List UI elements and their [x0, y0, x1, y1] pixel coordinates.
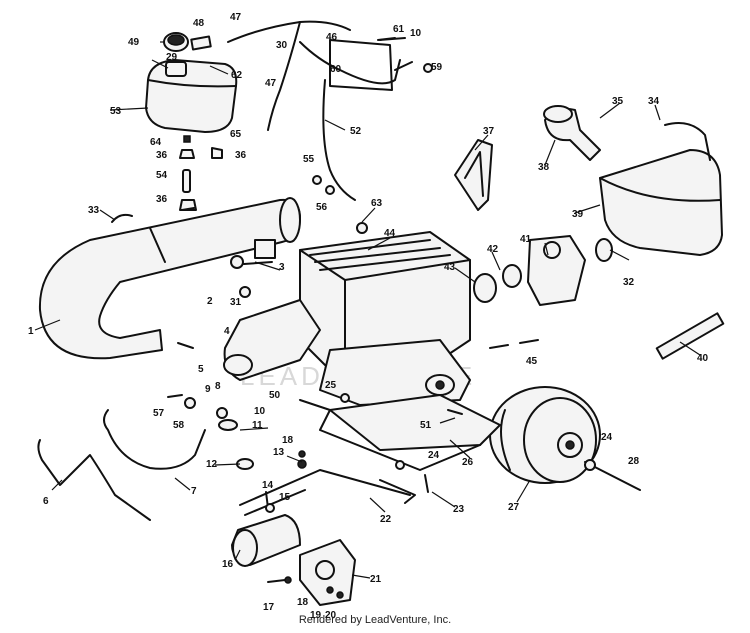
label-63: 63 [371, 198, 383, 209]
label-28: 28 [628, 456, 640, 467]
label-49: 49 [128, 37, 140, 48]
label-34: 34 [648, 96, 660, 107]
label-44: 44 [384, 228, 396, 239]
label-24-left: 24 [428, 450, 440, 461]
label-54: 54 [156, 170, 168, 181]
label-9: 9 [205, 384, 211, 395]
fuel-cap [163, 32, 189, 52]
label-40: 40 [697, 353, 709, 364]
label-45: 45 [526, 356, 538, 367]
label-5: 5 [198, 364, 204, 375]
label-10-top: 10 [410, 28, 422, 39]
label-36-b: 36 [235, 150, 247, 161]
label-18-top: 18 [282, 435, 294, 446]
label-14: 14 [262, 480, 274, 491]
label-16: 16 [222, 559, 234, 570]
label-12: 12 [206, 459, 218, 470]
exhaust-clamp [111, 213, 133, 223]
label-57: 57 [153, 408, 165, 419]
intake-manifold [223, 299, 321, 381]
label-46: 46 [326, 32, 338, 43]
label-26: 26 [462, 457, 474, 468]
label-21: 21 [370, 574, 382, 585]
label-55: 55 [303, 154, 315, 165]
label-10-bottom: 10 [254, 406, 266, 417]
label-53: 53 [110, 106, 122, 117]
clutch-washer [584, 459, 596, 471]
small-hardware [167, 37, 463, 599]
label-61: 61 [393, 24, 405, 35]
studs [489, 339, 539, 349]
label-47-left: 47 [265, 78, 277, 89]
label-2: 2 [207, 296, 213, 307]
label-32: 32 [623, 277, 635, 288]
label-8: 8 [215, 381, 221, 392]
starter-bracket [299, 539, 356, 606]
label-48: 48 [193, 18, 205, 29]
throttle-cable [37, 439, 151, 521]
label-56: 56 [316, 202, 328, 213]
silencer-hose [664, 122, 711, 161]
label-43: 43 [444, 262, 456, 273]
label-62: 62 [231, 70, 243, 81]
label-7: 7 [191, 486, 197, 497]
label-3: 3 [279, 262, 285, 273]
spring-wire [103, 409, 206, 470]
label-11: 11 [252, 420, 263, 431]
label-59: 59 [431, 62, 443, 73]
label-31: 31 [230, 297, 242, 308]
label-20: 20 [325, 610, 337, 621]
label-36-c: 36 [156, 194, 168, 205]
starter-motor [231, 514, 301, 567]
label-47-top: 47 [230, 12, 242, 23]
label-41: 41 [520, 234, 532, 245]
carburetor [473, 235, 586, 306]
label-29: 29 [166, 52, 178, 63]
label-33: 33 [88, 205, 100, 216]
label-13: 13 [273, 447, 285, 458]
gasket-frame [454, 139, 493, 211]
label-27: 27 [508, 502, 520, 513]
label-24-right: 24 [601, 432, 613, 443]
label-1: 1 [28, 326, 34, 337]
label-58: 58 [173, 420, 185, 431]
label-4: 4 [224, 326, 230, 337]
engine-mount-plate [319, 394, 501, 471]
label-23: 23 [453, 504, 465, 515]
air-silencer [595, 149, 723, 262]
label-19: 19 [310, 610, 322, 621]
label-65: 65 [230, 129, 242, 140]
label-22: 22 [380, 514, 392, 525]
label-17: 17 [263, 602, 275, 613]
label-38: 38 [538, 162, 550, 173]
fuel-line-fittings [179, 135, 223, 211]
fuel-tubes [227, 20, 413, 201]
part-number-labels: 1 2 3 4 5 6 7 8 9 10 10 11 12 13 14 15 1… [28, 12, 709, 621]
drive-clutch [489, 386, 601, 484]
label-35: 35 [612, 96, 624, 107]
label-30: 30 [276, 40, 288, 51]
leader-lines [34, 41, 701, 579]
label-51: 51 [420, 420, 432, 431]
label-50: 50 [269, 390, 281, 401]
label-60: 60 [330, 64, 342, 75]
label-18-bottom: 18 [297, 597, 309, 608]
credit-text: Rendered by LeadVenture, Inc. [298, 614, 452, 626]
foam-strip [655, 312, 725, 360]
engine-block [299, 231, 471, 406]
label-39: 39 [572, 209, 584, 220]
label-25: 25 [325, 380, 337, 391]
label-64: 64 [150, 137, 162, 148]
label-36-a: 36 [156, 150, 168, 161]
label-37: 37 [483, 126, 495, 137]
cap-tether [190, 35, 212, 51]
label-15: 15 [279, 492, 291, 503]
silencer-elbow [543, 105, 601, 161]
label-52: 52 [350, 126, 362, 137]
label-6: 6 [43, 496, 49, 507]
label-42: 42 [487, 244, 499, 255]
exhaust-pipe [38, 197, 301, 360]
fuel-tank [145, 59, 238, 133]
